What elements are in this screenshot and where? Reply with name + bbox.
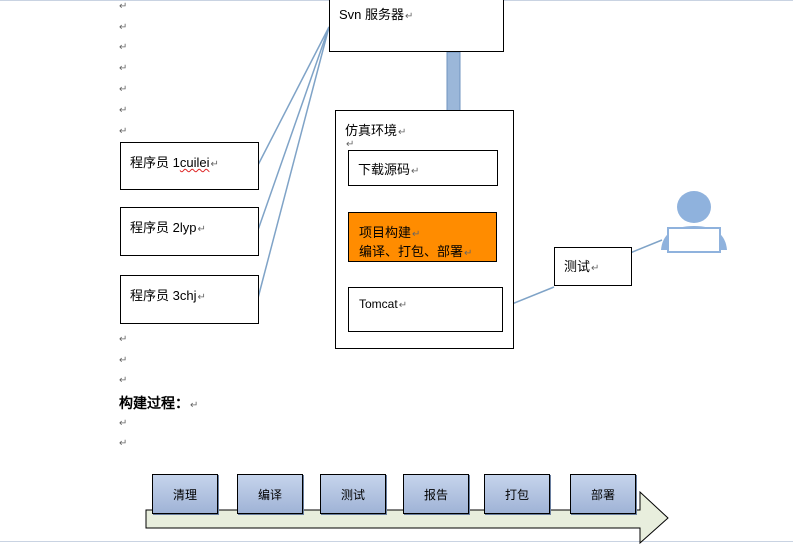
paragraph-mark: ↵ — [119, 375, 128, 386]
step-compile-box: 编译 — [237, 474, 303, 514]
project-build-label: 项目构建 — [359, 225, 412, 240]
svn-server-label: Svn 服务器 — [339, 7, 405, 22]
paragraph-mark: ↵ — [119, 334, 128, 345]
test-box: 测试↵ — [554, 247, 632, 286]
svn-server-box: Svn 服务器↵ — [329, 0, 504, 52]
tomcat-label: Tomcat — [359, 297, 398, 311]
section-heading: 构建过程：↵ — [119, 395, 199, 411]
programmer-box-1: 程序员 1cuilei↵ — [120, 142, 259, 190]
programmer-3-name: chj — [179, 288, 197, 303]
paragraph-mark: ↵ — [119, 42, 128, 53]
connector-line — [629, 239, 663, 254]
project-build-box: 项目构建↵ 编译、打包、部署↵ — [348, 212, 497, 262]
project-build-steps: 编译、打包、部署 — [359, 244, 464, 259]
download-source-label: 下载源码 — [358, 162, 411, 177]
step-clean-box: 清理 — [152, 474, 218, 514]
download-source-box: 下载源码↵ — [348, 150, 498, 186]
tomcat-box: Tomcat↵ — [348, 287, 503, 332]
paragraph-mark: ↵ — [119, 84, 128, 95]
process-arrow — [145, 490, 669, 544]
step-package-box: 打包 — [484, 474, 550, 514]
paragraph-mark: ↵ — [119, 105, 128, 116]
programmer-1-prefix: 程序员 1 — [130, 155, 180, 170]
programmer-1-name: cuilei — [179, 155, 210, 170]
programmer-2-prefix: 程序员 2 — [130, 220, 180, 235]
programmer-2-name: lyp — [179, 220, 197, 235]
step-test-box: 测试 — [320, 474, 386, 514]
programmer-box-3: 程序员 3chj↵ — [120, 275, 259, 324]
paragraph-mark: ↵ — [119, 1, 128, 12]
paragraph-mark: ↵ — [119, 355, 128, 366]
paragraph-mark: ↵ — [346, 139, 355, 150]
paragraph-mark: ↵ — [119, 63, 128, 74]
programmer-box-2: 程序员 2lyp↵ — [120, 207, 259, 256]
connector-line — [257, 26, 330, 166]
test-label: 测试 — [564, 259, 591, 274]
connector-line — [257, 26, 330, 299]
paragraph-mark: ↵ — [119, 22, 128, 33]
sim-env-title: 仿真环境 — [345, 123, 398, 138]
programmer-3-prefix: 程序员 3 — [130, 288, 180, 303]
step-report-box: 报告 — [403, 474, 469, 514]
paragraph-mark: ↵ — [119, 126, 128, 137]
connector-line — [257, 26, 330, 231]
step-deploy-box: 部署 — [570, 474, 636, 514]
user-icon — [661, 191, 727, 253]
paragraph-mark: ↵ — [119, 438, 128, 449]
paragraph-mark: ↵ — [119, 418, 128, 429]
page-bottom-border — [0, 541, 793, 542]
